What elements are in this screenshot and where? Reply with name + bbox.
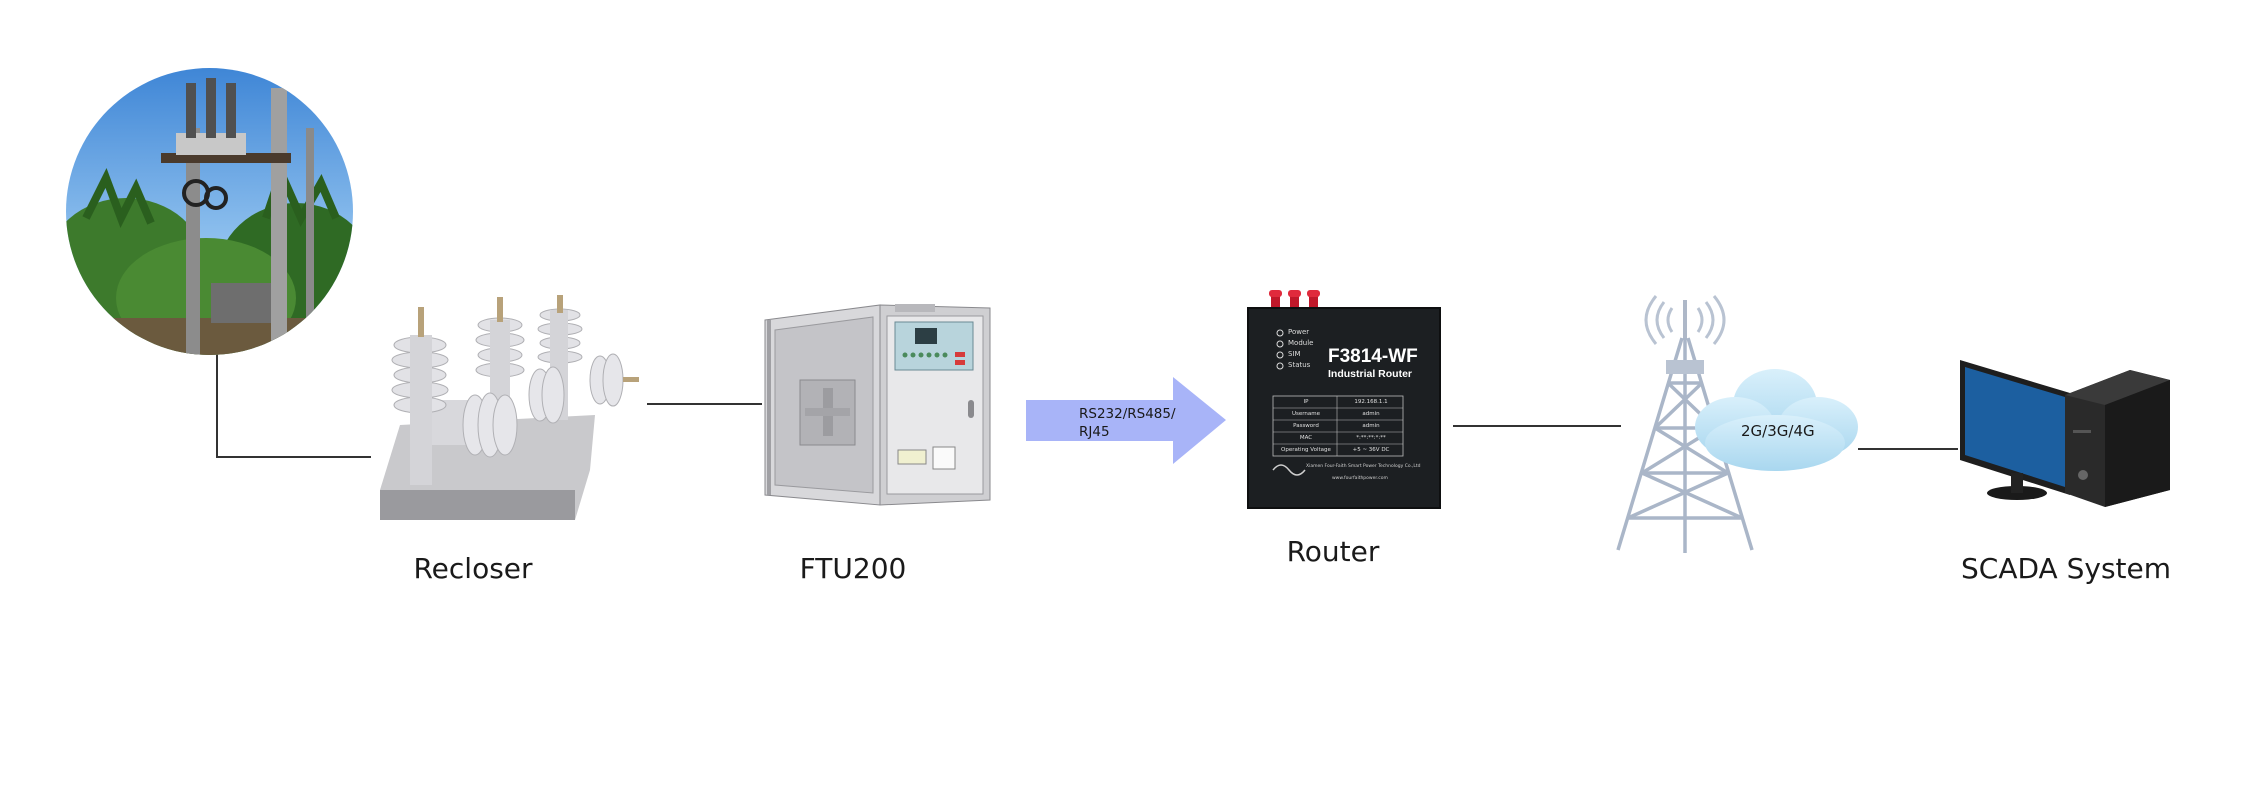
router-subtitle: Industrial Router [1328, 368, 1413, 380]
pole-photo [66, 68, 353, 355]
spec-key: Operating Voltage [1281, 447, 1331, 453]
ftu-cabinet-icon [755, 300, 995, 510]
arrow-label-line2: RJ45 [1079, 424, 1110, 440]
computer-icon [1955, 355, 2175, 515]
recloser-label: Recloser [413, 552, 533, 585]
spec-value: *:**:**:*:** [1356, 435, 1386, 441]
cloud-label: 2G/3G/4G [1741, 422, 1815, 440]
connector-photo-to-recloser [216, 456, 371, 458]
router-website: www.fourfaithpower.com [1332, 476, 1388, 481]
recloser-icon [375, 295, 640, 520]
rs232-arrow [1026, 377, 1226, 464]
spec-value: +5 ~ 36V DC [1352, 447, 1390, 453]
router-led-labels: Power Module SIM Status [1288, 327, 1313, 371]
router-device-icon [1245, 288, 1445, 510]
arrow-label-line1: RS232/RS485/ [1079, 406, 1176, 422]
led-sim-label: SIM [1288, 350, 1301, 358]
led-module-label: Module [1288, 339, 1314, 347]
spec-value: admin [1362, 411, 1380, 417]
led-power-label: Power [1288, 328, 1310, 336]
spec-key: Password [1293, 423, 1319, 429]
arrow-label: RS232/RS485/ RJ45 [1079, 405, 1176, 441]
router-maker: Xiamen Four-Faith Smart Power Technology… [1306, 464, 1421, 469]
spec-key: Username [1291, 411, 1321, 417]
cell-tower-icon [1610, 288, 1760, 558]
router-label: Router [1286, 535, 1380, 568]
connector-photo-vertical [216, 350, 218, 458]
spec-value: 192.168.1.1 [1354, 399, 1388, 405]
connector-cloud-to-scada [1858, 448, 1958, 450]
spec-key: MAC [1299, 435, 1313, 441]
router-model: F3814-WF [1328, 346, 1418, 367]
cloud-icon [1690, 365, 1860, 475]
ftu-label: FTU200 [799, 552, 907, 585]
spec-key: IP [1303, 399, 1309, 405]
led-status-label: Status [1288, 361, 1311, 369]
spec-value: admin [1362, 423, 1380, 429]
connector-recloser-to-ftu [647, 403, 762, 405]
scada-label: SCADA System [1960, 552, 2172, 585]
connector-router-to-tower [1453, 425, 1621, 427]
router-spec-table: IP 192.168.1.1 Username admin Password admi… [1274, 396, 1404, 456]
